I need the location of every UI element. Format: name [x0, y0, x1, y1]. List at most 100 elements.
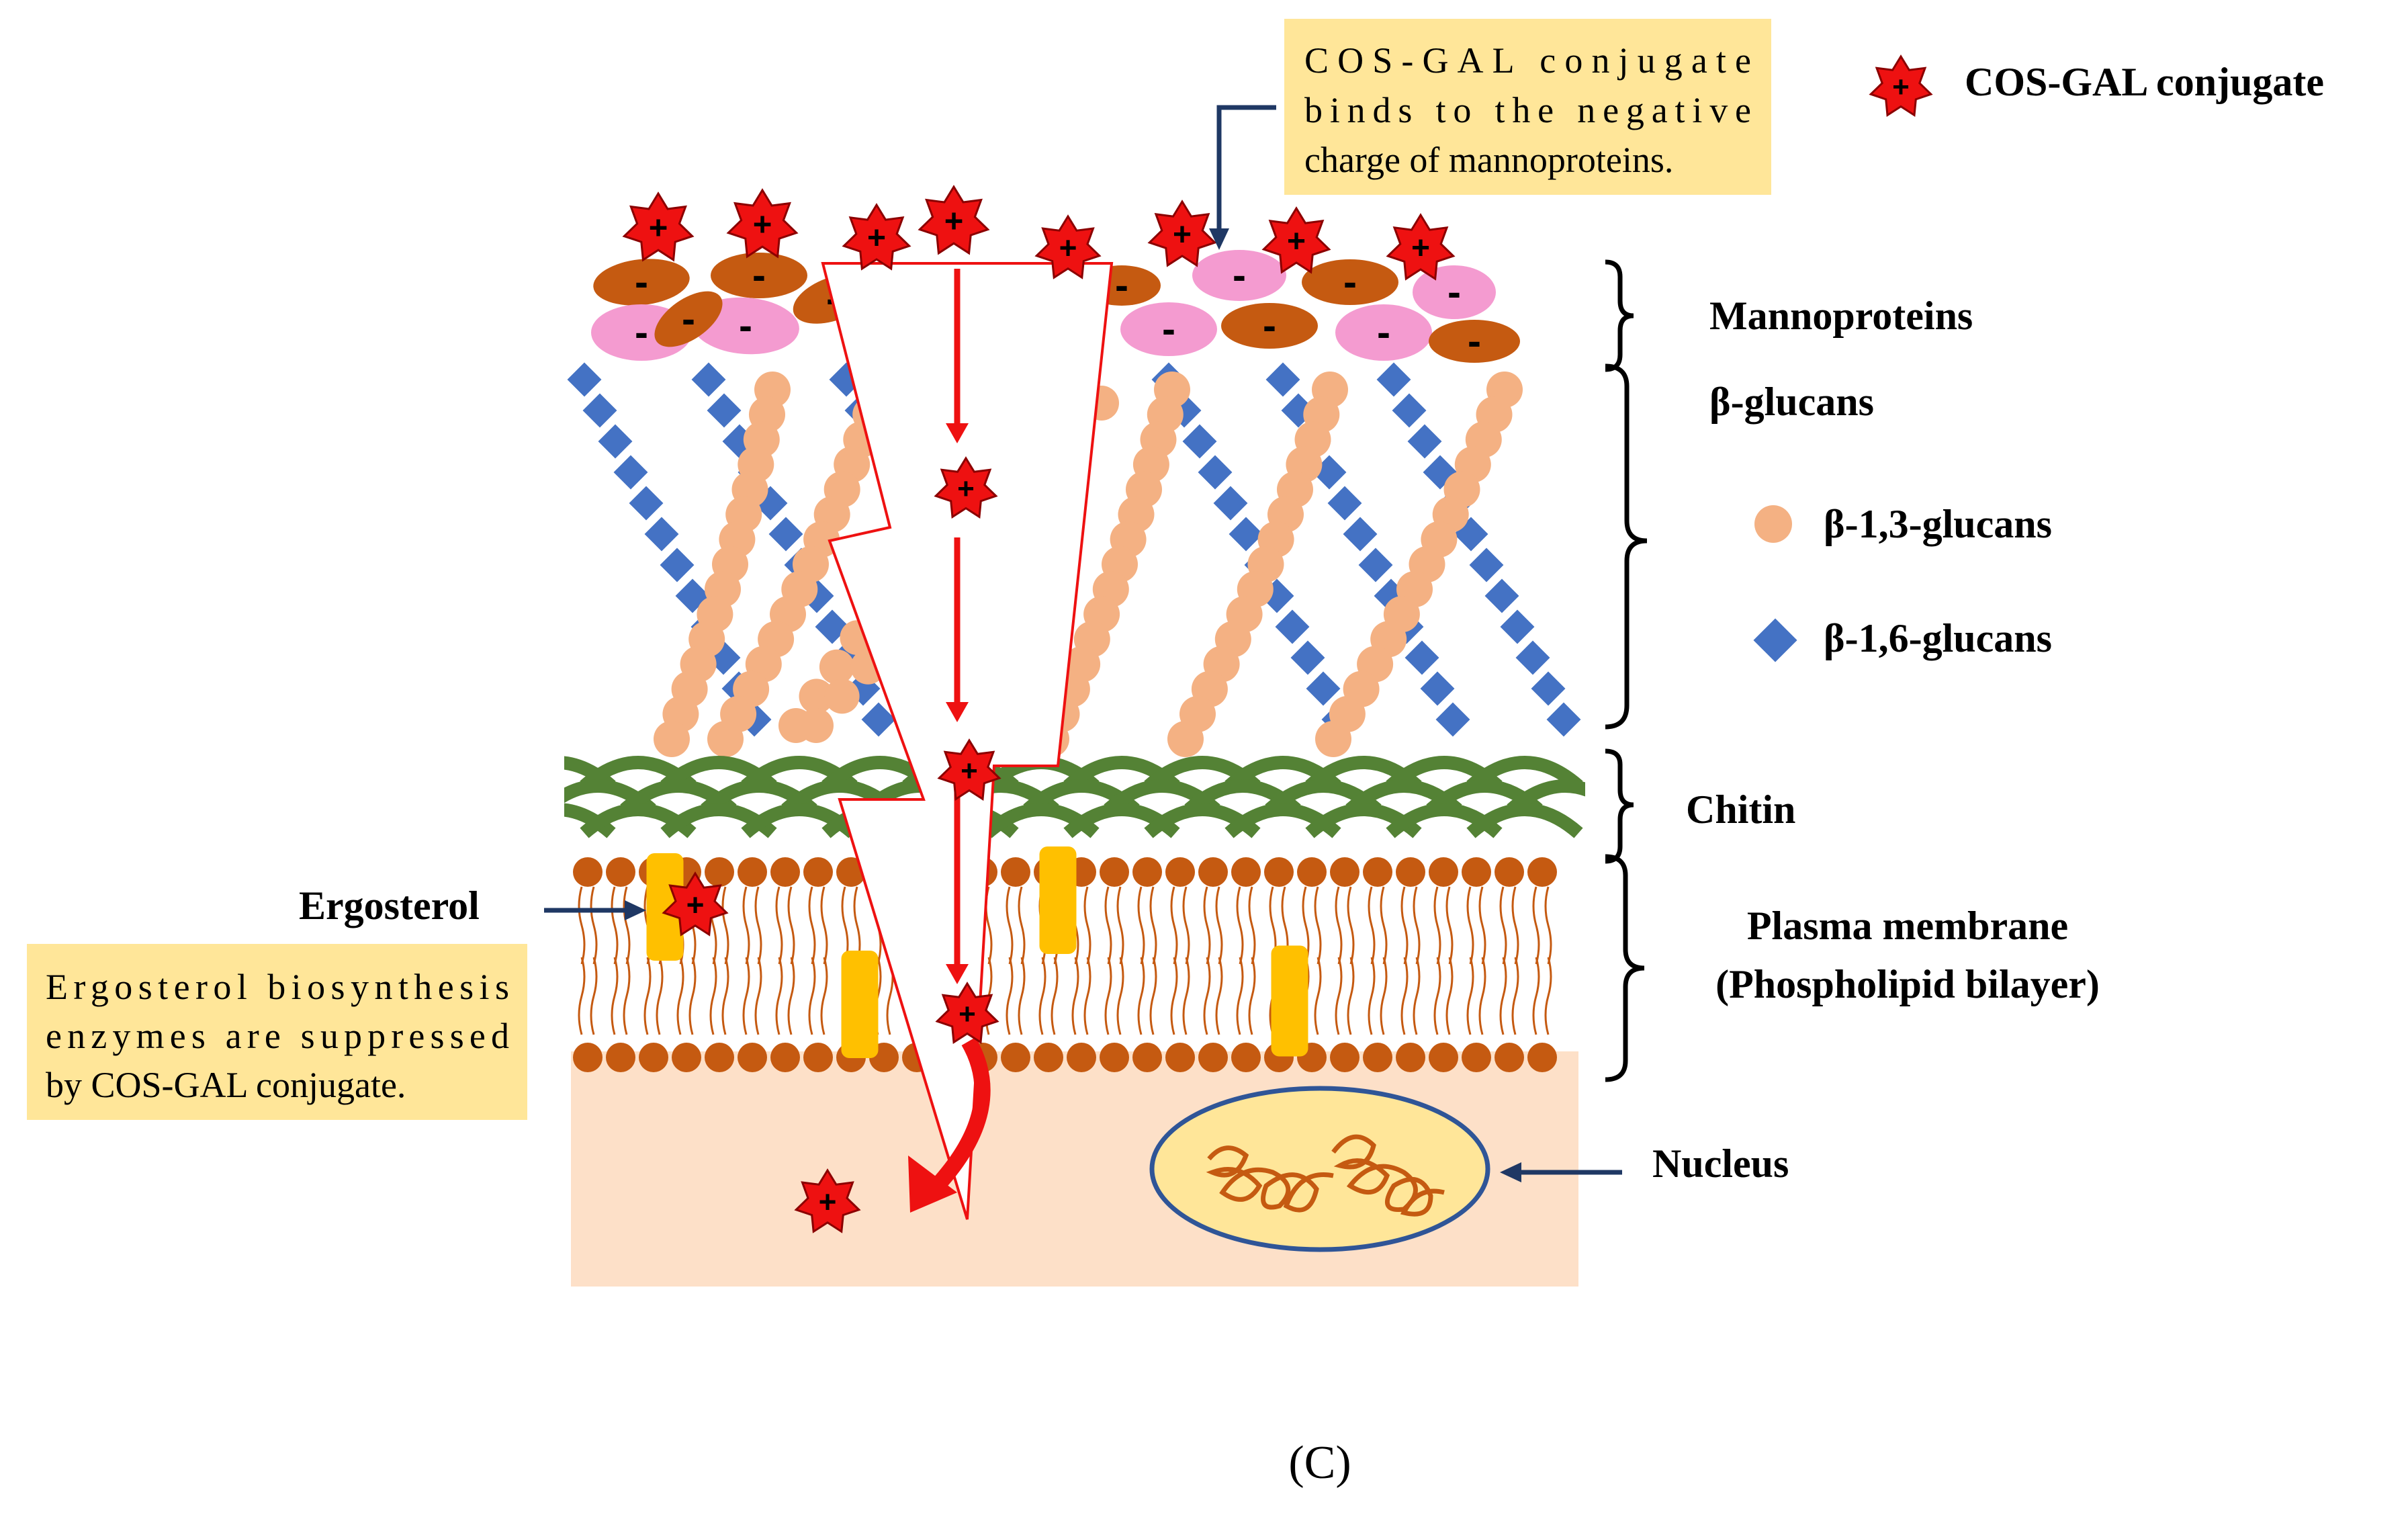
lipid-tail — [1006, 886, 1014, 965]
lipid-tail — [1368, 886, 1376, 965]
beta-13-glucan-chain — [654, 372, 791, 757]
negative-charge-sign: - — [1377, 310, 1390, 355]
lipid-tail — [1335, 957, 1343, 1035]
phospholipid-head — [1198, 857, 1228, 887]
chitin-label: Chitin — [1686, 787, 1795, 832]
lipid-tail — [1248, 957, 1256, 1035]
penetration-arrowhead — [946, 702, 969, 722]
conjugate-star — [937, 738, 1001, 801]
lipid-tail — [656, 957, 664, 1035]
lipid-tail — [1544, 886, 1552, 965]
beta-16-unit — [1343, 517, 1378, 552]
conjugate-star — [935, 982, 999, 1044]
negative-charge-sign: - — [1233, 253, 1246, 298]
beta-16-unit — [1531, 671, 1566, 706]
lipid-tail — [1347, 957, 1355, 1035]
cos-gal-conjugate: + — [622, 191, 695, 262]
lipid-tail — [1215, 957, 1223, 1035]
positive-charge-sign: + — [867, 220, 886, 256]
cos-gal-conjugate: + — [842, 203, 911, 271]
conjugate-star — [1034, 214, 1102, 279]
lipid-tail — [623, 957, 631, 1035]
lipid-tail — [1182, 957, 1190, 1035]
lipid-tail — [754, 957, 762, 1035]
phospholipid-head — [1100, 1043, 1129, 1072]
cos-gal-conjugate: + — [1147, 200, 1217, 267]
lipid-tail — [1182, 886, 1190, 965]
lipid-tail — [1400, 957, 1409, 1035]
lipid-tail — [1380, 886, 1388, 965]
cos-gal-conjugate: + — [1386, 213, 1456, 281]
beta-13-glucan-chain — [1315, 372, 1523, 757]
lipid-tail — [590, 957, 598, 1035]
phospholipid-bilayer-label: (Phospholipid bilayer) — [1715, 962, 2100, 1006]
phospholipid-head — [1100, 857, 1129, 887]
beta-13-unit — [1315, 721, 1351, 757]
beta-16-unit — [1435, 702, 1470, 737]
lipid-tail — [1544, 957, 1552, 1035]
beta-16-unit — [1404, 640, 1439, 675]
cos-gal-conjugate: + — [935, 982, 999, 1044]
beta-16-unit — [768, 517, 803, 552]
beta-13-glucan-chain — [1167, 372, 1348, 757]
negative-charge-sign: - — [752, 253, 766, 298]
beta-glucans-label: β-glucans — [1709, 380, 1874, 424]
phospholipid-head — [1034, 1043, 1063, 1072]
lipid-tail — [775, 957, 783, 1035]
phospholipid-head — [1429, 857, 1458, 887]
phospholipid-head — [705, 1043, 734, 1072]
conjugate-star — [726, 188, 799, 259]
lipid-tail — [1083, 957, 1091, 1035]
conjugate-star — [918, 185, 990, 255]
negative-charge-sign: - — [739, 303, 752, 348]
lipid-tail — [1532, 886, 1540, 965]
plasma-membrane-label: Plasma membrane — [1747, 904, 2068, 948]
lipid-tail — [1071, 957, 1079, 1035]
conjugate-star — [794, 1168, 861, 1233]
phospholipid-head — [672, 1043, 701, 1072]
beta-16-unit — [1229, 517, 1263, 552]
lipid-tail — [1433, 886, 1441, 965]
binding-note-line-1: COS-GAL conjugate — [1304, 40, 1751, 81]
phospholipid-head — [606, 1043, 635, 1072]
conjugate-star — [934, 456, 998, 519]
beta-16-unit — [1500, 609, 1535, 644]
lipid-tail — [1137, 957, 1145, 1035]
positive-charge-sign: + — [1287, 224, 1306, 259]
lipid-tail — [1038, 957, 1046, 1035]
chitin-layer — [564, 756, 1585, 838]
lipid-tail — [1335, 886, 1343, 965]
mannoprotein: - — [1302, 259, 1398, 305]
negative-charge-sign: - — [1162, 306, 1175, 351]
lipid-tail — [742, 957, 750, 1035]
positive-charge-sign: + — [686, 887, 705, 922]
phospholipid-head — [1527, 1043, 1557, 1072]
lipid-tail — [1400, 886, 1409, 965]
beta-13-unit — [799, 708, 834, 743]
panel-label: (C) — [1288, 1437, 1351, 1489]
lipid-tail — [742, 886, 750, 965]
lipid-tail — [1511, 886, 1519, 965]
lipid-tail — [1445, 957, 1454, 1035]
lipid-tail — [1511, 957, 1519, 1035]
lipid-tail — [1018, 957, 1026, 1035]
ergosterol-molecule — [1039, 846, 1077, 954]
beta-16-unit — [644, 517, 679, 552]
beta-16-unit — [707, 393, 742, 428]
lipid-tail — [611, 957, 619, 1035]
beta-16-unit — [660, 548, 695, 582]
mannoprotein: - — [1335, 304, 1432, 361]
ergosterol-molecule — [1271, 945, 1308, 1057]
phospholipid-head — [1264, 857, 1294, 887]
lipid-tail — [1116, 957, 1124, 1035]
lipid-tail — [611, 886, 619, 965]
phospholipid-head — [770, 857, 800, 887]
legend-beta-13-label: β-1,3-glucans — [1824, 502, 2052, 546]
positive-charge-sign: + — [958, 998, 976, 1031]
mannoprotein-brown — [1221, 303, 1318, 349]
beta-16-unit — [1213, 486, 1248, 521]
ergosterol-molecule — [646, 853, 684, 961]
lipid-tail — [721, 957, 729, 1035]
chitin-arc — [1507, 779, 1585, 815]
